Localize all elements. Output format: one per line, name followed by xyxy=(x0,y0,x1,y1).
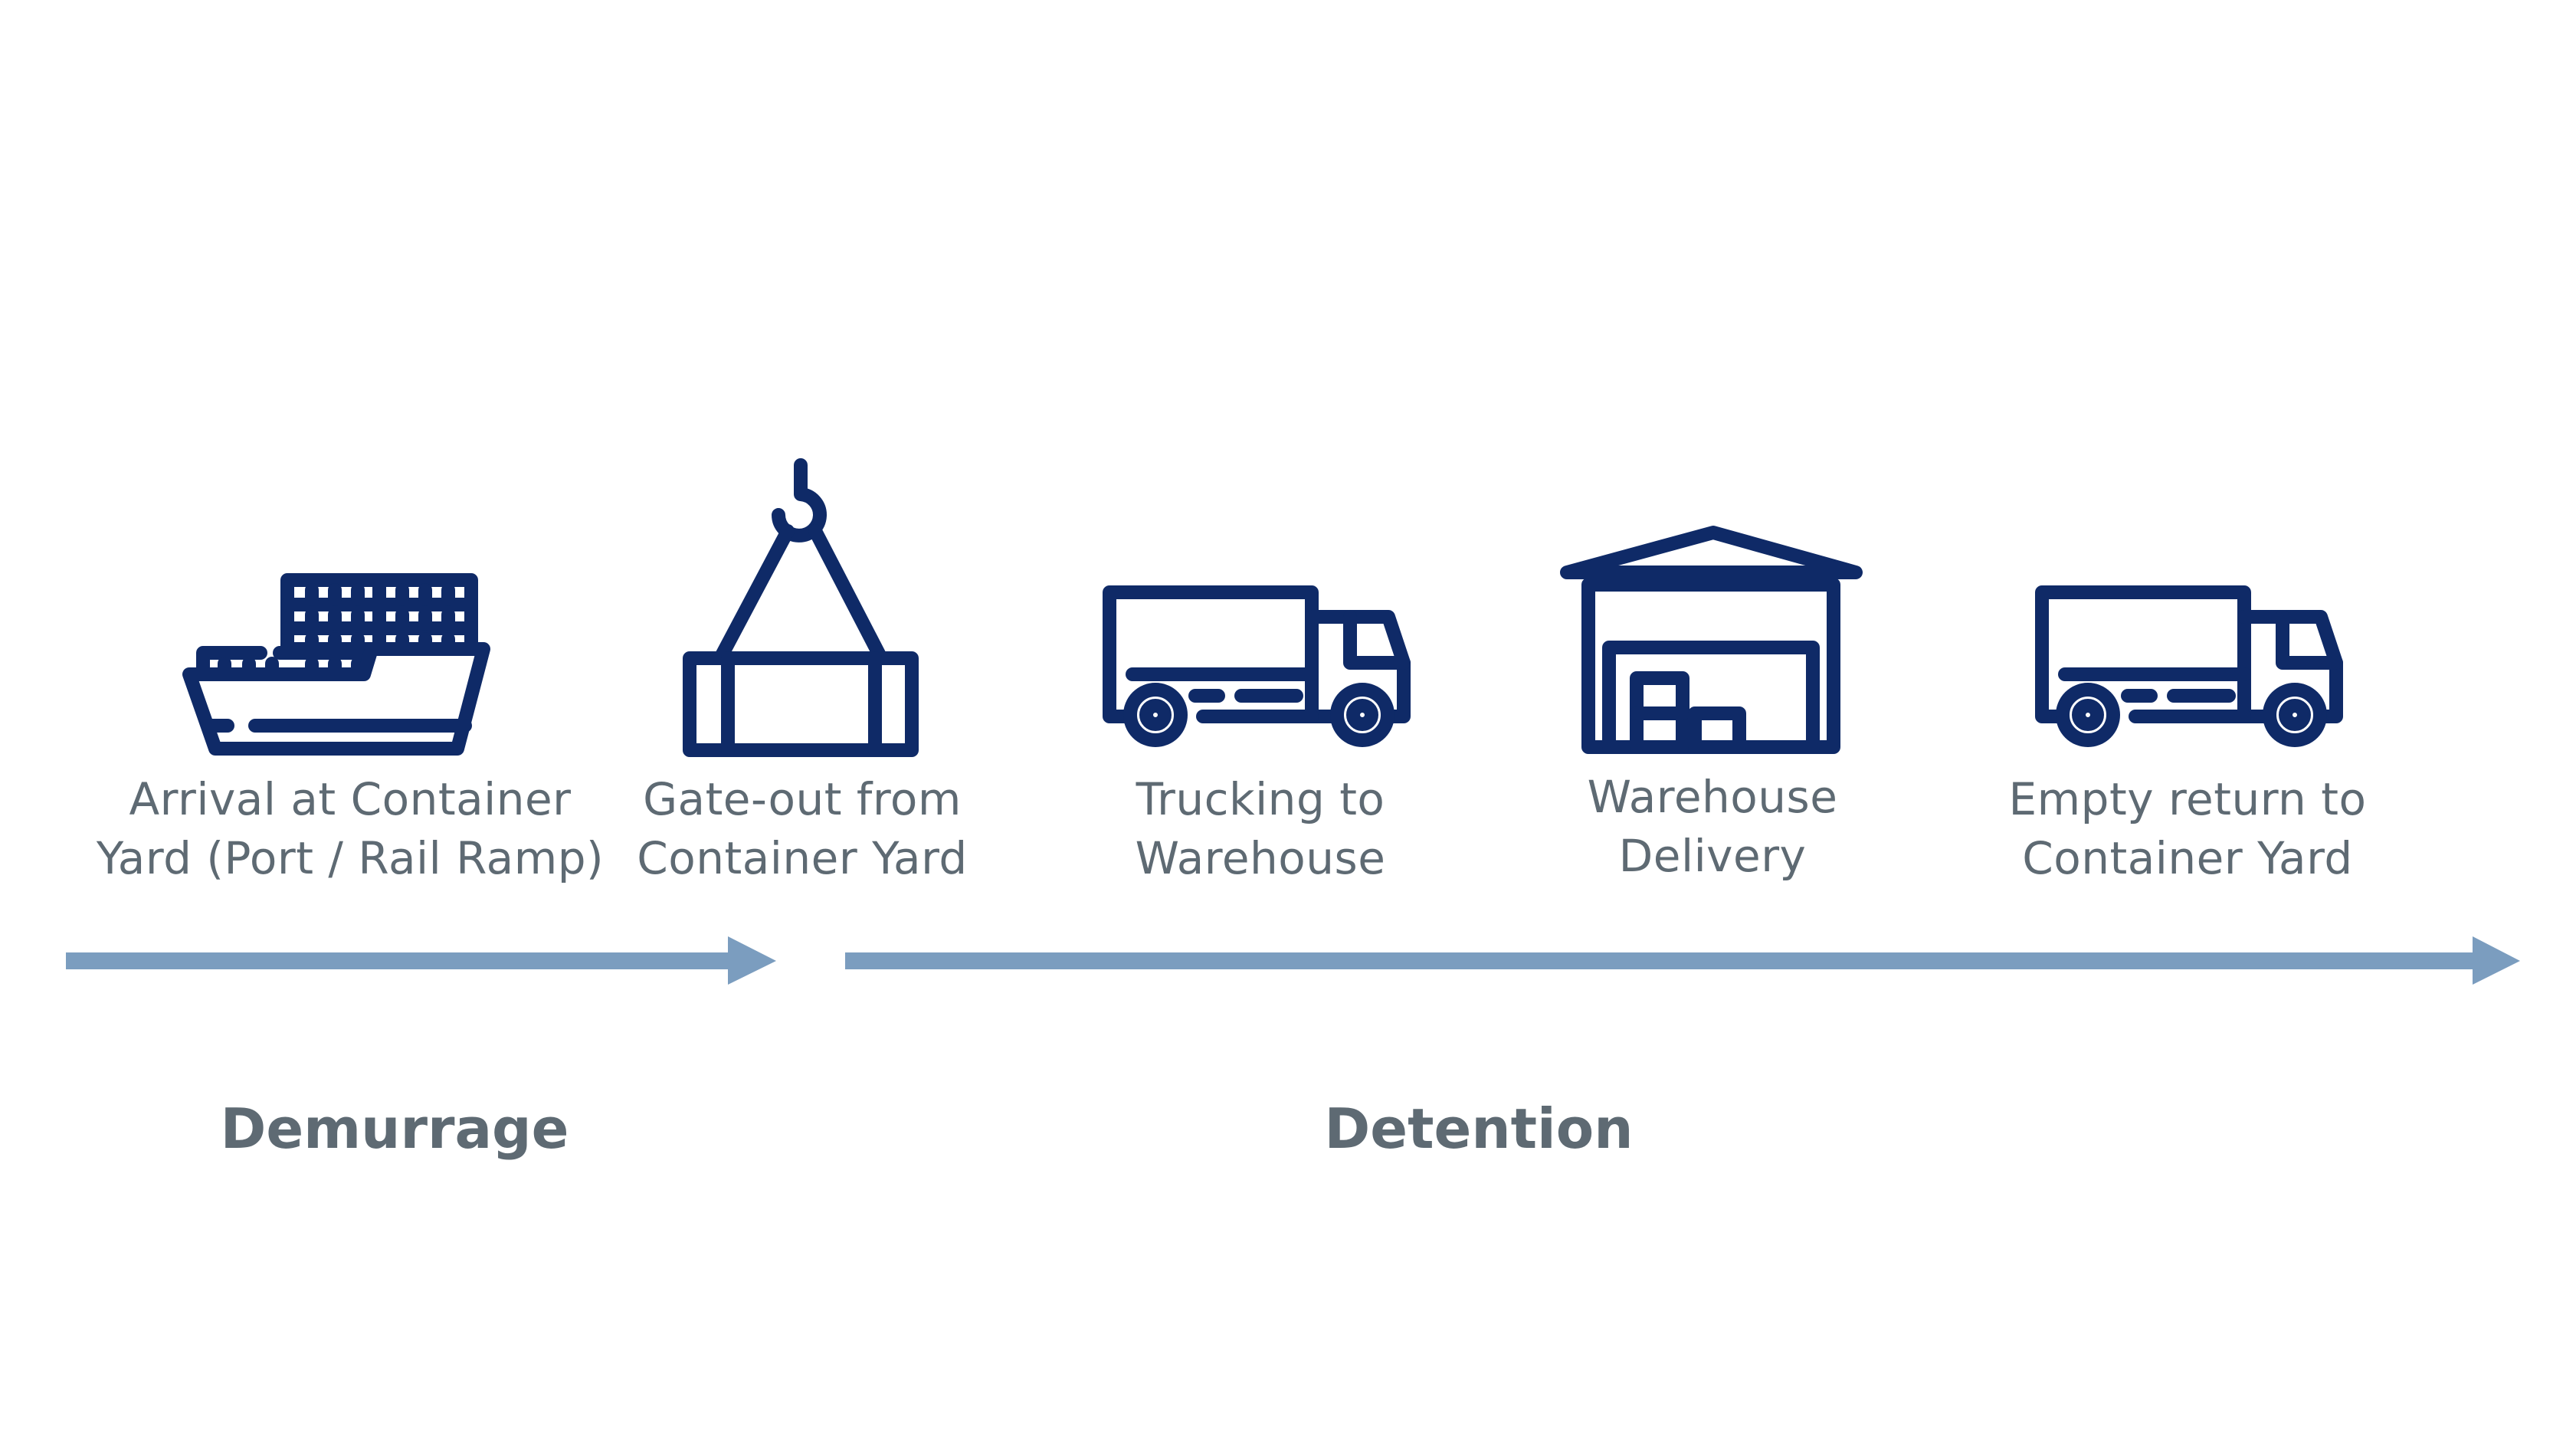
cargo-ship-icon xyxy=(182,573,490,756)
warehouse-icon xyxy=(1560,526,1863,755)
truck-icon xyxy=(1103,585,1411,747)
step-label-empty-return: Empty return to Container Yard xyxy=(1912,770,2463,888)
crane-container-icon xyxy=(674,457,919,757)
step-label-line-1: Empty return to xyxy=(2008,773,2367,825)
step-label-line-1: Trucking to xyxy=(1136,773,1385,825)
step-label-line-2: Yard (Port / Rail Ramp) xyxy=(96,832,605,884)
step-label-warehouse-delivery: Warehouse Delivery xyxy=(1437,768,1988,886)
step-label-line-1: Arrival at Container xyxy=(129,773,572,825)
step-label-arrival: Arrival at Container Yard (Port / Rail R… xyxy=(74,770,626,888)
step-label-line-2: Container Yard xyxy=(637,832,968,884)
step-label-line-2: Container Yard xyxy=(2022,832,2353,884)
demurrage-arrow xyxy=(66,936,776,985)
phase-label-detention: Detention xyxy=(1324,1097,1634,1161)
phase-label-demurrage: Demurrage xyxy=(220,1097,569,1161)
step-label-line-2: Delivery xyxy=(1618,830,1807,882)
step-label-gate-out: Gate-out from Container Yard xyxy=(526,770,1078,888)
step-label-line-2: Warehouse xyxy=(1135,832,1386,884)
step-label-trucking: Trucking to Warehouse xyxy=(985,770,1536,888)
step-label-line-1: Gate-out from xyxy=(643,773,962,825)
truck-icon xyxy=(2035,585,2343,747)
detention-arrow xyxy=(845,936,2520,985)
step-label-line-1: Warehouse xyxy=(1587,771,1838,823)
